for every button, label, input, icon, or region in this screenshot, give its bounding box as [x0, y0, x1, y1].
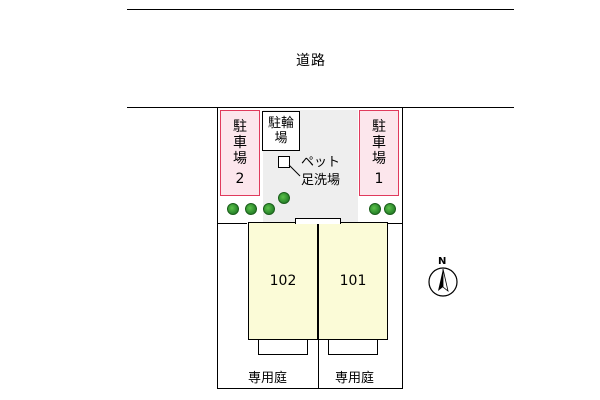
site-boundary-right: [402, 107, 403, 388]
front-fence-left: [217, 223, 247, 224]
parking-2-char-1: 駐: [233, 119, 247, 135]
tree: [227, 203, 239, 215]
parking-1-char-2: 車: [372, 135, 386, 151]
parking-1-char-3: 場: [372, 151, 386, 167]
parking-2-number: 2: [235, 171, 245, 187]
bicycle-parking-line1: 駐輪: [267, 116, 294, 131]
garden-step-102: [258, 339, 308, 355]
unit-102: 102: [248, 222, 318, 340]
pet-wash-label-line1: ペット: [301, 155, 341, 170]
bicycle-parking-line2: 場: [274, 131, 288, 146]
parking-2: 駐 車 場 2: [220, 110, 260, 196]
tree: [369, 203, 381, 215]
entrance-notch: [295, 218, 341, 224]
tree: [384, 203, 396, 215]
pet-wash-leader: [288, 164, 301, 177]
parking-1-char-1: 駐: [372, 119, 386, 135]
unit-101-number: 101: [339, 273, 367, 289]
north-arrow-icon: [428, 267, 458, 297]
tree: [263, 203, 275, 215]
road-edge-bottom: [127, 107, 514, 108]
bicycle-parking: 駐輪 場: [262, 111, 300, 151]
tree: [245, 203, 257, 215]
site-boundary-left: [217, 107, 218, 388]
parking-1: 駐 車 場 1: [359, 110, 399, 196]
parking-2-char-3: 場: [233, 151, 247, 167]
site-boundary-bottom: [217, 388, 403, 389]
tree: [278, 192, 290, 204]
parking-1-label: 駐 車 場 1: [372, 119, 386, 195]
north-letter: N: [438, 256, 447, 267]
unit-101: 101: [318, 222, 388, 340]
garden-label-101: 専用庭: [335, 371, 375, 386]
road-label: 道路: [296, 53, 326, 69]
parking-2-char-2: 車: [233, 135, 247, 151]
parking-2-label: 駐 車 場 2: [233, 119, 247, 195]
parking-1-number: 1: [374, 171, 384, 187]
pet-wash-label-line2: 足洗場: [301, 173, 341, 188]
unit-102-number: 102: [269, 273, 297, 289]
pet-wash-box: [278, 156, 290, 168]
road-edge-top: [127, 9, 514, 10]
garden-step-101: [328, 339, 378, 355]
garden-label-102: 専用庭: [248, 371, 288, 386]
front-fence-right: [388, 223, 403, 224]
